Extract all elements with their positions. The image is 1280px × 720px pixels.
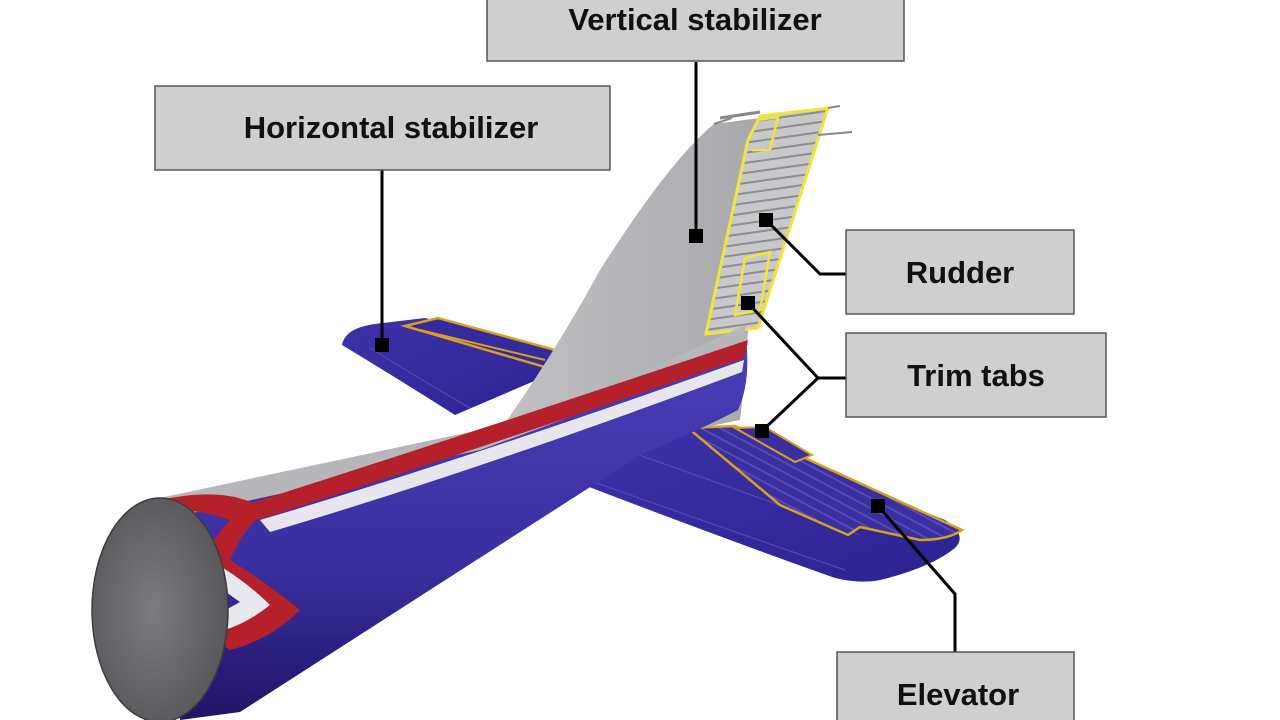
label-text-rudder: Rudder [906, 255, 1015, 290]
label-horizontal-stabilizer: Horizontal stabilizer [154, 85, 611, 171]
label-trim-tabs: Trim tabs [845, 332, 1107, 418]
label-text-vertical-stabilizer: Vertical stabilizer [568, 2, 821, 37]
right-horizontal-stabilizer [545, 420, 965, 582]
leader-lines [375, 62, 957, 652]
label-text-elevator: Elevator [897, 677, 1019, 712]
label-elevator: Elevator [836, 651, 1075, 720]
label-rudder: Rudder [845, 229, 1075, 315]
fuselage [91, 325, 748, 720]
left-horizontal-stabilizer [342, 316, 560, 415]
label-text-horizontal-stabilizer: Horizontal stabilizer [244, 110, 539, 145]
label-text-trim-tabs: Trim tabs [907, 358, 1045, 393]
label-vertical-stabilizer: Vertical stabilizer [486, 0, 905, 62]
